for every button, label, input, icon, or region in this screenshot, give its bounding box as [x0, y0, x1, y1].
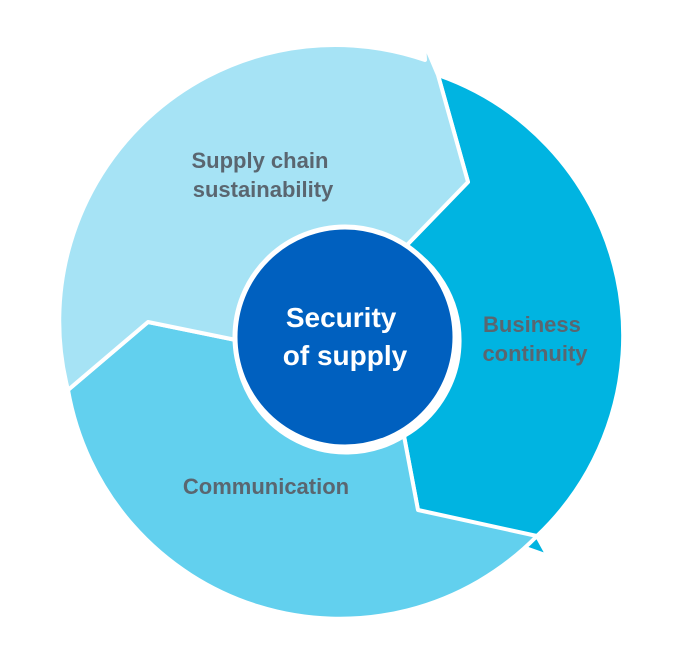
label-communication-line1: Communication	[183, 474, 349, 499]
segment-communication	[46, 320, 539, 621]
center-label: Security of supply	[283, 302, 408, 371]
center-label-line2: of supply	[283, 340, 408, 371]
label-supply-chain-line1: Supply chain	[191, 148, 328, 173]
label-supply-chain-line2: sustainability	[193, 177, 334, 202]
label-business-line1: Business	[483, 312, 581, 337]
center-label-line1: Security	[286, 302, 397, 333]
label-business-continuity: Business continuity	[482, 312, 588, 366]
segment-business-continuity	[402, 73, 626, 558]
label-business-line2: continuity	[482, 341, 588, 366]
label-supply-chain-sustainability: Supply chain sustainability	[191, 148, 334, 202]
center-circle	[232, 224, 458, 450]
label-communication: Communication	[183, 474, 349, 499]
